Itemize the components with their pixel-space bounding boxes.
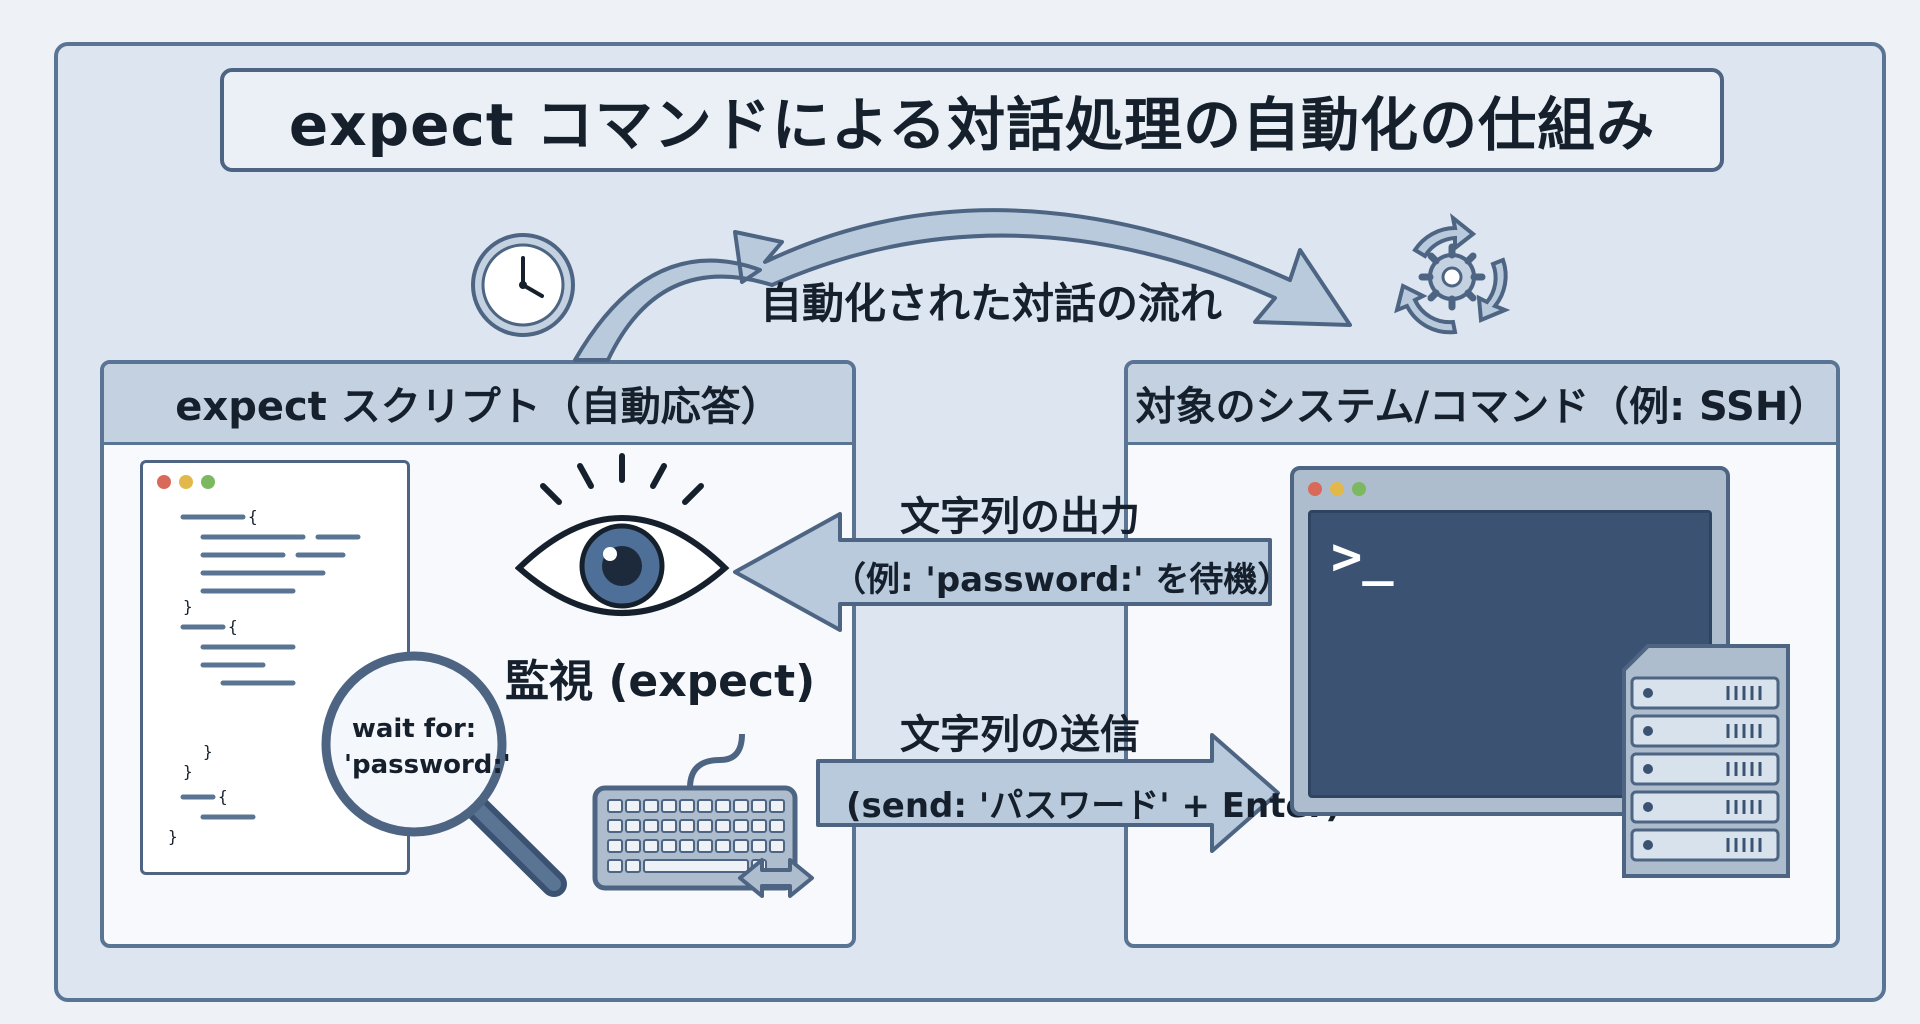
eye-icon bbox=[515, 453, 730, 616]
target-system-panel-header: 対象のシステム/コマンド（例: SSH） bbox=[1128, 364, 1836, 445]
send-arrow-title: 文字列の送信 bbox=[900, 712, 1140, 758]
magnifier-text-1: wait for: bbox=[351, 714, 477, 744]
expect-script-panel-header: expect スクリプト（自動応答） bbox=[104, 364, 852, 445]
gear-cycle-icon bbox=[1394, 213, 1511, 335]
window-dot-red bbox=[1308, 482, 1322, 496]
title-box: expect コマンドによる対話処理の自動化の仕組み bbox=[220, 68, 1724, 172]
send-arrow bbox=[816, 733, 1280, 853]
server-icon bbox=[1622, 644, 1790, 878]
svg-text:{: { bbox=[248, 507, 258, 526]
monitor-label: 監視 (expect) bbox=[505, 656, 816, 707]
diagram-title: expect コマンドによる対話処理の自動化の仕組み bbox=[288, 91, 1656, 159]
target-system-panel-title: 対象のシステム/コマンド（例: SSH） bbox=[1135, 384, 1829, 430]
flow-label: 自動化された対話の流れ bbox=[760, 279, 1223, 328]
send-arrow-detail: (send: 'パスワード' + Enter) bbox=[846, 786, 1341, 826]
window-dot-yellow bbox=[179, 475, 193, 489]
output-arrow-detail: （例: 'password:' を待機） bbox=[832, 560, 1292, 600]
svg-text:{: { bbox=[218, 787, 228, 806]
svg-text:}: } bbox=[183, 762, 193, 781]
window-dot-yellow bbox=[1330, 482, 1344, 496]
output-arrow bbox=[733, 512, 1272, 632]
window-dot-green bbox=[201, 475, 215, 489]
window-dot-red bbox=[157, 475, 171, 489]
magnifier-icon bbox=[321, 651, 567, 897]
terminal-prompt: >_ bbox=[1331, 527, 1394, 587]
output-arrow-title: 文字列の出力 bbox=[900, 494, 1140, 540]
svg-text:}: } bbox=[168, 827, 178, 846]
code-lines: { } { } } { } bbox=[168, 507, 361, 846]
svg-text:}: } bbox=[203, 742, 213, 761]
magnifier-text-2: 'password:' bbox=[344, 750, 511, 780]
svg-text:}: } bbox=[183, 597, 193, 616]
keyboard-icon bbox=[592, 733, 814, 898]
svg-text:{: { bbox=[228, 617, 238, 636]
expect-script-panel-title: expect スクリプト（自動応答） bbox=[175, 384, 781, 430]
window-dot-green bbox=[1352, 482, 1366, 496]
clock-icon bbox=[471, 233, 575, 337]
